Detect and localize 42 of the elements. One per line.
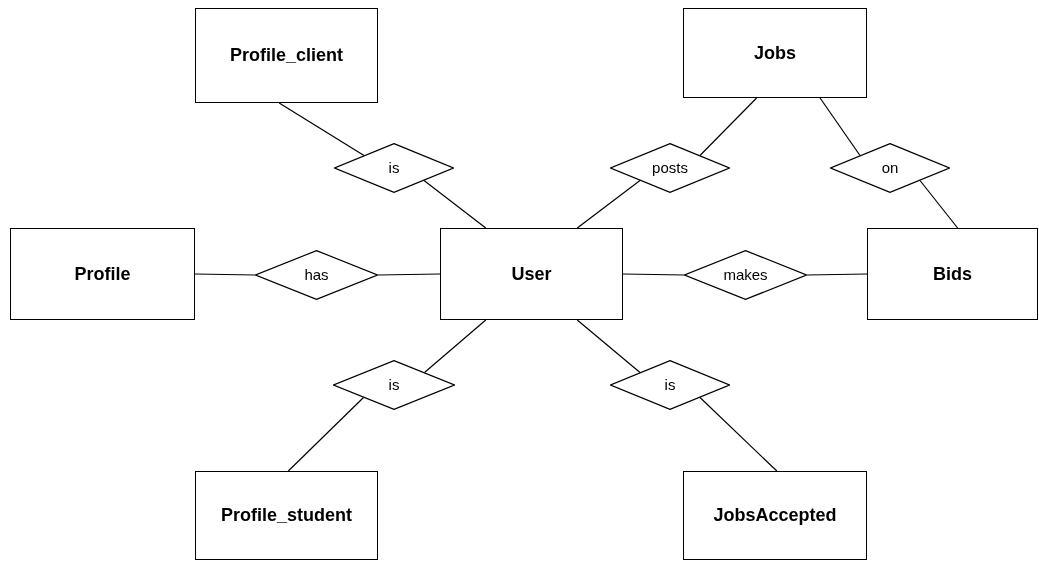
entity-name: Bids [933,262,972,286]
connector-line [919,179,959,229]
entity-box [867,228,1038,320]
relationship-label: makes [723,264,768,285]
relationship-label: is [388,374,400,395]
connector-line [423,179,487,229]
entity-box [683,8,867,98]
relationship-diamond [334,143,454,193]
connector-line [194,273,256,276]
connector-line [699,97,758,157]
relationship-diamond [333,360,455,410]
entity-box [440,228,623,320]
connector-line [576,179,641,229]
relationship-label: posts [652,157,688,178]
relationship-label: on [881,157,899,178]
connector-line [819,97,861,157]
connector-line [699,396,778,472]
connector-line [806,273,868,276]
relationship-label: is [388,157,400,178]
connector-line [377,273,441,276]
relationship-diamond [610,360,730,410]
relationship-label: is [664,374,676,395]
entity-box [683,471,867,560]
entity-name: Jobs [754,41,796,65]
entity-box [10,228,195,320]
relationship-diamond [684,250,807,300]
connector-line [278,102,365,157]
connector-line [576,319,641,374]
entity-name: JobsAccepted [713,504,837,527]
connector-line [622,273,685,276]
entity-box [195,8,378,103]
entity-name: Profile [74,262,131,286]
connector-line [423,319,487,374]
entity-name: Profile_client [229,44,343,67]
relationship-diamond [830,143,950,193]
entity-box [195,471,378,560]
relationship-label: has [304,264,329,285]
relationship-diamond [255,250,378,300]
entity-name: Profile_student [221,504,352,527]
entity-name: User [511,262,552,286]
relationship-diamond [610,143,730,193]
connector-line [287,396,365,472]
